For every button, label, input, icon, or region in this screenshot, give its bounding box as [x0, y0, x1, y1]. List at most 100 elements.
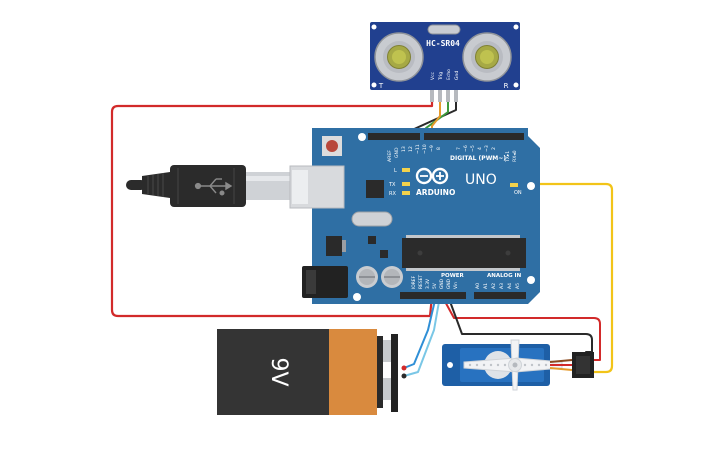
arduino-uno-board[interactable]: L TX RX ON UNO ARDUINO AREF GND 13 12 ~1…: [289, 128, 540, 304]
battery-terminal: [383, 378, 391, 400]
sensor-mount-hole: [371, 82, 377, 88]
sensor-pin-label: Gnd: [454, 71, 460, 80]
sensor-pin-label: Echo: [446, 69, 452, 80]
analog-header[interactable]: [474, 292, 526, 299]
sensor-mount-hole: [371, 24, 377, 30]
sensor-crystal: [427, 24, 461, 35]
battery-clip-contact: [401, 373, 407, 379]
pin-label: ~10: [422, 144, 428, 154]
pin-label: GND: [439, 278, 445, 289]
arduino-model-label: UNO: [465, 172, 497, 188]
usb-cable-tail: [126, 180, 146, 190]
sensor-model-label: HC-SR04: [426, 39, 460, 48]
servo-mount-hole: [447, 362, 453, 368]
pin-label: 13: [401, 146, 407, 152]
led-labels: L TX RX ON: [388, 168, 522, 197]
digital-header[interactable]: [368, 133, 524, 140]
arduino-logo-icon: [415, 167, 449, 185]
wires: [110, 98, 614, 377]
pin-label: A5: [515, 283, 521, 289]
pin-label: RESET: [418, 275, 424, 289]
voltage-regulator-tab: [342, 240, 346, 252]
pin-label: TX▸1: [505, 151, 511, 163]
pin-label: GND: [446, 278, 452, 289]
status-leds: [402, 168, 518, 195]
micro-servo[interactable]: [442, 339, 594, 391]
battery-terminal: [383, 340, 391, 362]
led-label-rx: RX: [389, 191, 396, 197]
electrolytic-capacitors: [356, 266, 403, 288]
pin-label: ~5: [470, 145, 476, 152]
receiver-transducer: [462, 32, 512, 82]
yellow-wire-signal[interactable]: [416, 134, 614, 374]
servo-wire-ribbon: [549, 359, 573, 371]
pin-label: A3: [499, 283, 505, 289]
usb-cable[interactable]: [126, 165, 290, 207]
usb-cable-ridges: [147, 173, 164, 197]
board-crystal: [351, 211, 393, 227]
sensor-pin-labels: Vcc Trig Echo Gnd: [430, 69, 460, 81]
pin-label: 8: [436, 147, 442, 150]
pin-label: 5V: [432, 283, 438, 289]
transmitter-transducer: [374, 32, 424, 82]
power-pin-labels: IOREF RESET 3.3V 5V GND GND Vin: [411, 275, 459, 289]
pin-label: IOREF: [411, 275, 417, 289]
pin-label: 4: [477, 147, 483, 150]
usb-symbol-icon: [194, 178, 233, 196]
battery-black-body: [217, 329, 329, 415]
pin-label: 12: [408, 146, 414, 152]
battery-clip[interactable]: [391, 334, 398, 412]
digital-header-label: DIGITAL (PWM~): [450, 155, 506, 162]
sensor-pin-label: Trig: [438, 72, 444, 81]
pin-label: ~3: [484, 145, 490, 152]
sensor-pin-label: Vcc: [430, 71, 436, 80]
smd-chip: [380, 250, 388, 258]
board-mount-hole: [353, 293, 361, 301]
pin-label: AREF: [387, 150, 393, 162]
red-wire-sensor-vcc[interactable]: [110, 98, 434, 318]
analog-header-label: ANALOG IN: [487, 273, 522, 279]
atmega-chip-pins: [406, 235, 520, 271]
pin-label: 7: [456, 147, 462, 150]
led-label-on: ON: [514, 190, 522, 196]
reset-button[interactable]: [326, 140, 338, 152]
pin-label: Vin: [453, 282, 459, 289]
power-header[interactable]: [400, 292, 466, 299]
red-wire-servo-power[interactable]: [441, 295, 601, 361]
led-label-tx: TX: [388, 182, 396, 188]
blue-wire-battery-pos[interactable]: [403, 295, 437, 369]
voltage-regulator: [326, 236, 342, 256]
battery-label: 9V: [266, 357, 291, 386]
battery-9v[interactable]: 9V: [217, 329, 407, 415]
pin-label: A4: [507, 283, 513, 289]
pin-label: 3.3V: [425, 279, 431, 289]
pin-label: A1: [483, 283, 489, 289]
usb-b-jack-face: [292, 170, 308, 204]
pin-label: A0: [475, 283, 481, 289]
sensor-mount-hole: [513, 82, 519, 88]
analog-pin-labels: A0 A1 A2 A3 A4 A5: [475, 283, 521, 289]
dc-barrel-jack-inner: [306, 270, 316, 294]
servo-connector-slot: [576, 356, 590, 374]
pin-label: A2: [491, 283, 497, 289]
board-mount-hole: [527, 276, 535, 284]
arduino-brand-label: ARDUINO: [416, 188, 455, 197]
led-label-l: L: [394, 168, 397, 174]
smd-chip: [368, 236, 376, 244]
sensor-pins[interactable]: [430, 90, 458, 102]
battery-terminal-plate: [377, 336, 383, 408]
board-mount-hole: [527, 182, 535, 190]
pin-label: GND: [394, 147, 400, 158]
usb-interface-chip: [366, 180, 384, 198]
cyan-wire-battery-neg[interactable]: [403, 295, 441, 377]
power-header-label: POWER: [441, 273, 465, 279]
battery-clip-contact: [401, 365, 407, 371]
atmega-chip: [402, 235, 526, 271]
ultrasonic-sensor[interactable]: HC-SR04 T R Vcc Trig Echo Gnd: [370, 22, 520, 102]
usb-cable-strain-relief: [142, 172, 170, 198]
pin-label: ~11: [415, 144, 421, 154]
usb-metal-highlight: [246, 176, 290, 181]
black-wire-servo-gnd[interactable]: [447, 295, 593, 353]
sensor-mount-hole: [513, 24, 519, 30]
